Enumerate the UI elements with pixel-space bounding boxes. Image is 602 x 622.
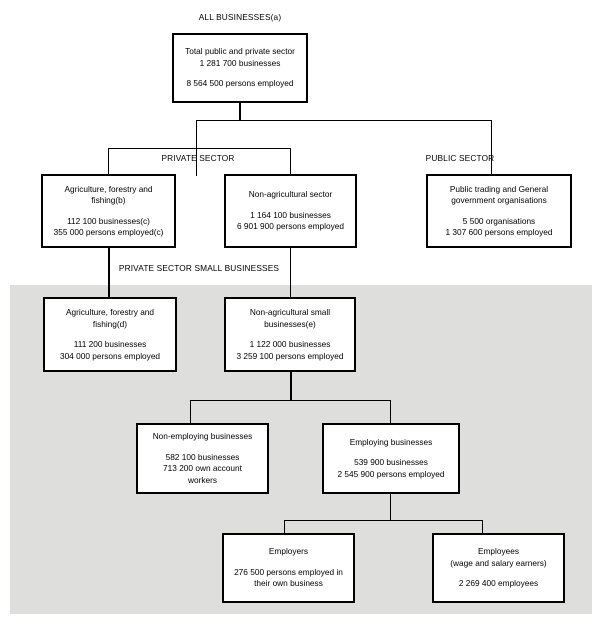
group-label-public-sector: PUBLIC SECTOR	[425, 153, 495, 163]
node-non-employing-title: Non-employing businesses	[152, 431, 253, 441]
node-public-organisations: Public trading and General government or…	[426, 174, 572, 248]
node-all-businesses-title: Total public and private sector 1 281 70…	[185, 46, 295, 68]
connector-small-split-horizontal	[190, 400, 391, 401]
node-all-businesses: Total public and private sector 1 281 70…	[172, 33, 308, 103]
node-non-agricultural-small: Non-agricultural small businesses(e) 1 1…	[224, 297, 356, 372]
node-non-agricultural-small-stats: 1 122 000 businesses 3 259 100 persons e…	[236, 339, 344, 361]
node-employing-businesses: Employing businesses 539 900 businesses …	[322, 423, 460, 494]
node-employees-title: Employees (wage and salary earners)	[450, 546, 547, 568]
node-agriculture-small-stats: 111 200 businesses 304 000 persons emplo…	[59, 339, 161, 361]
connector-to-employing	[390, 400, 391, 423]
node-agriculture-small-title: Agriculture, forestry and fishing(d)	[65, 307, 155, 329]
connector-to-employers	[284, 520, 285, 534]
connector-private-sector-bracket	[108, 148, 291, 149]
chart-title-all-businesses: ALL BUSINESSES(a)	[198, 12, 282, 22]
node-public-organisations-title: Public trading and General government or…	[449, 183, 549, 206]
node-employing-title: Employing businesses	[349, 436, 433, 447]
node-employers-stats: 276 500 persons employed in their own bu…	[234, 566, 343, 589]
node-agriculture-small: Agriculture, forestry and fishing(d) 111…	[43, 297, 177, 372]
group-label-private-sector: PRIVATE SECTOR	[161, 153, 235, 163]
connector-nonagsmall-down	[290, 372, 292, 401]
connector-private-to-nonagricultural	[290, 148, 291, 175]
connector-to-public-sector	[491, 120, 492, 175]
group-label-private-sector-small-businesses: PRIVATE SECTOR SMALL BUSINESSES	[118, 263, 280, 273]
node-non-employing-stats: 582 100 businesses 713 200 own account w…	[163, 451, 242, 485]
node-agriculture: Agriculture, forestry and fishing(b) 112…	[41, 174, 176, 248]
node-agriculture-stats: 112 100 businesses(c) 355 000 persons em…	[53, 215, 164, 238]
connector-top-split-horizontal	[196, 120, 492, 121]
node-agriculture-title: Agriculture, forestry and fishing(b)	[64, 183, 153, 206]
connector-to-non-employing	[190, 400, 191, 423]
node-public-organisations-stats: 5 500 organisations 1 307 600 persons em…	[445, 215, 553, 238]
node-non-agricultural-sector-title: Non-agricultural sector	[248, 189, 333, 200]
node-employees: Employees (wage and salary earners) 2 26…	[432, 533, 565, 603]
node-all-businesses-stats: 8 564 500 persons employed	[186, 78, 294, 89]
connector-nonagricultural-down	[290, 248, 291, 297]
connector-employing-down	[390, 494, 391, 521]
connector-private-to-agriculture	[108, 148, 109, 175]
connector-to-employees	[482, 520, 483, 534]
node-non-agricultural-sector: Non-agricultural sector 1 164 100 busine…	[224, 174, 357, 248]
node-employees-stats: 2 269 400 employees	[458, 578, 539, 589]
node-non-employing-businesses: Non-employing businesses 582 100 busines…	[136, 423, 269, 494]
node-non-agricultural-small-title: Non-agricultural small businesses(e)	[249, 307, 331, 329]
node-employing-stats: 539 900 businesses 2 545 900 persons emp…	[337, 457, 445, 479]
connector-employing-split-horizontal	[284, 520, 483, 521]
connector-allbiz-down	[239, 103, 241, 121]
node-employers-title: Employers	[268, 546, 309, 557]
node-non-agricultural-sector-stats: 1 164 100 businesses 6 901 900 persons e…	[236, 209, 344, 232]
node-employers: Employers 276 500 persons employed in th…	[222, 533, 355, 603]
connector-agriculture-down	[108, 248, 110, 297]
